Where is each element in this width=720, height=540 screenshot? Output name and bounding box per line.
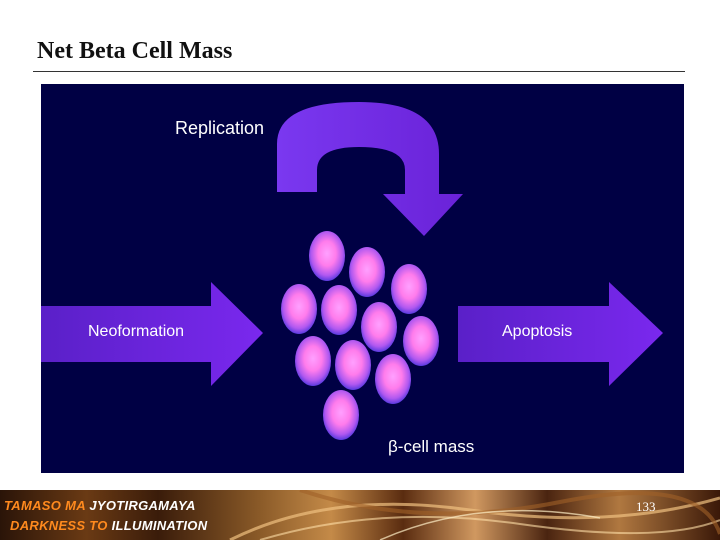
beta-cell — [375, 354, 411, 404]
footer-motto-part: ILLUMINATION — [111, 518, 208, 533]
footer-motto-line1: TAMASO MA JYOTIRGAMAYA — [4, 498, 196, 513]
footer-motto-line2: DARKNESS TO ILLUMINATION — [10, 518, 207, 533]
beta-cell — [349, 247, 385, 297]
footer-swirl-decoration — [229, 490, 720, 540]
title-divider — [33, 71, 685, 72]
replication-arrow — [277, 102, 463, 236]
beta-cell — [309, 231, 345, 281]
beta-cell — [403, 316, 439, 366]
beta-cell — [361, 302, 397, 352]
beta-cell — [295, 336, 331, 386]
beta-cell-mass-label: β-cell mass — [388, 437, 475, 456]
beta-cell-cluster — [281, 231, 439, 440]
beta-cell — [281, 284, 317, 334]
beta-cell — [335, 340, 371, 390]
footer-motto-part: DARKNESS TO — [10, 518, 112, 533]
diagram-panel: Replication Neoformation Apoptosis β-cel… — [41, 84, 684, 473]
footer-banner: TAMASO MA JYOTIRGAMAYA DARKNESS TO ILLUM… — [0, 490, 720, 540]
beta-cell — [391, 264, 427, 314]
neoformation-label: Neoformation — [88, 323, 185, 340]
apoptosis-arrow — [458, 282, 663, 386]
neoformation-arrow — [41, 282, 263, 386]
replication-label: Replication — [175, 118, 265, 138]
page-number: 133 — [636, 499, 656, 514]
beta-cell — [323, 390, 359, 440]
footer-motto-part: JYOTIRGAMAYA — [89, 498, 196, 513]
footer-motto-part: TAMASO MA — [4, 498, 90, 513]
apoptosis-label: Apoptosis — [502, 323, 573, 340]
beta-cell — [321, 285, 357, 335]
diagram-graphic — [41, 102, 663, 440]
slide-title: Net Beta Cell Mass — [37, 38, 233, 64]
